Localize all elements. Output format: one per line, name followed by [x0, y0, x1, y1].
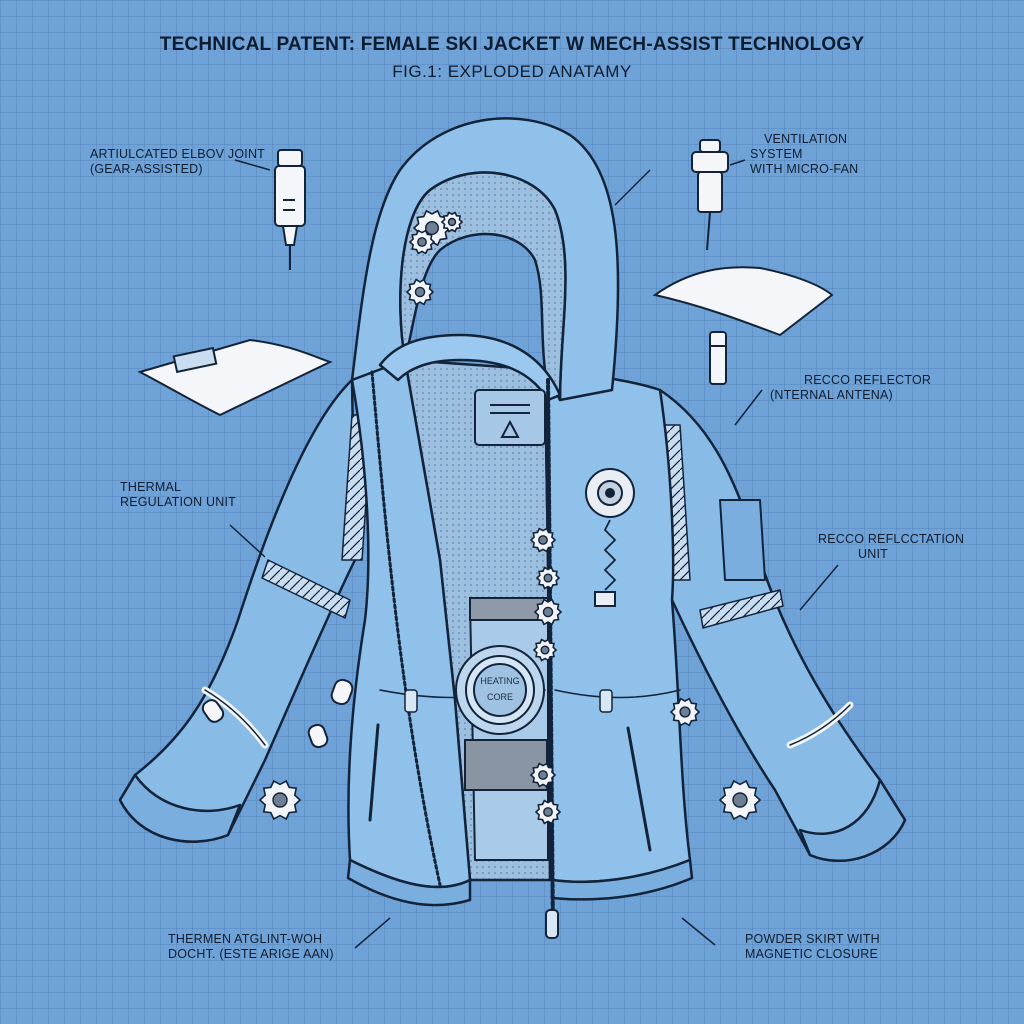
recco-reflector-pad-icon	[652, 266, 834, 337]
left-body-panel	[347, 358, 472, 889]
right-sleeve	[658, 388, 907, 863]
gear-icon	[529, 527, 557, 553]
gear-icon	[532, 638, 558, 662]
heating-core-label-2: CORE	[487, 692, 513, 702]
jacket	[118, 117, 907, 939]
heating-core: HEATING CORE	[455, 597, 549, 791]
gear-icon	[408, 229, 436, 255]
chest-display	[474, 389, 546, 446]
callout-bottom-left: THERMEN ATGLINT-WOH DOCHT. (ESTE ARIGE A…	[168, 932, 334, 961]
left-cuff	[118, 773, 242, 843]
gear-icon	[534, 799, 562, 825]
right-cuff	[798, 778, 907, 863]
left-pocket	[368, 723, 380, 822]
callout-recco-unit: RECCO REFLCCTATION UNIT	[818, 532, 965, 561]
page-title: TECHNICAL PATENT: FEMALE SKI JACKET W ME…	[159, 34, 865, 55]
gear-icon	[718, 779, 762, 821]
micro-fan-device-icon	[691, 139, 729, 251]
callout-elbow-joint: ARTIULCATED ELBOV JOINT (GEAR-ASSISTED)	[90, 147, 266, 176]
gear-icon	[533, 598, 563, 626]
thermal-pad-icon	[137, 338, 333, 417]
elbow-joint-device-icon	[274, 149, 306, 270]
gear-icon	[258, 779, 302, 821]
callout-thermal-regulation: THERMAL REGULATION UNIT	[120, 480, 236, 509]
clip-icons	[201, 678, 354, 749]
battery-icon	[709, 331, 727, 385]
gear-assembly	[258, 209, 762, 825]
callout-ventilation: VENTILATION SYSTEM WITH MICRO-FAN	[750, 132, 859, 176]
collar	[378, 333, 562, 402]
callout-powder-skirt: POWDER SKIRT WITH MAGNETIC CLOSURE	[745, 932, 880, 961]
left-sleeve	[118, 378, 357, 843]
gear-icon	[535, 566, 561, 590]
right-pocket	[626, 726, 652, 852]
gear-icon	[405, 278, 435, 306]
figure-subtitle: FIG.1: EXPLODED ANATAMY	[392, 62, 632, 81]
gear-icon	[529, 762, 557, 788]
hem	[346, 858, 472, 907]
gear-icon	[440, 211, 464, 233]
heating-core-label-1: HEATING	[480, 676, 519, 686]
chest-dial	[585, 468, 635, 607]
gear-icon	[669, 697, 701, 727]
callout-recco-reflector: RECCO REFLECTOR (NTERNAL ANTENA)	[770, 373, 932, 402]
